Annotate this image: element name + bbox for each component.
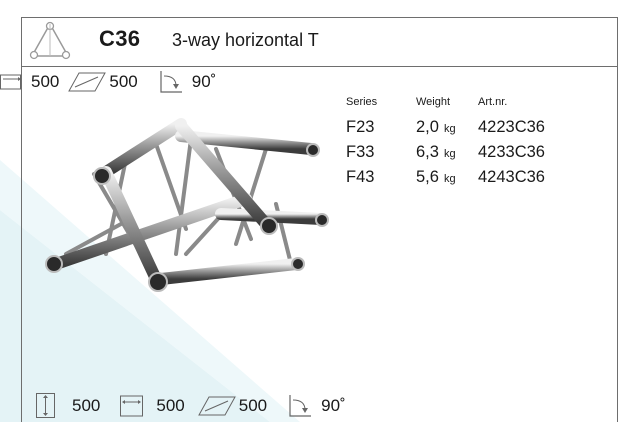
product-code: C36 [99,26,141,51]
weight-cell: 2,0 kg [416,118,478,137]
dimension-value: 500 [72,396,101,415]
product-description: 3-way horizontal T [172,30,319,50]
series-cell: F43 [346,168,375,186]
product-header [21,17,618,67]
weight-unit: kg [443,173,456,185]
truss-logo-icon [29,21,71,60]
width-dimension-icon [120,395,144,417]
depth-dimension-icon [197,396,236,416]
column-header-weight: Weight [416,96,451,108]
dimension-value: 500 [31,72,60,91]
dimension-value: 90˚ [191,72,217,91]
width-dimension-icon [0,74,21,90]
series-cell: F23 [346,118,375,136]
truss-t-junction-image [45,118,329,292]
spec-table-header: Series Weight Art.nr. [346,96,568,118]
art-number-cell: 4223C36 [478,118,545,136]
art-number-cell: 4233C36 [478,143,545,161]
dimensions-top: 500 500 90˚ [0,70,216,94]
depth-dimension-icon [68,72,107,92]
weight-value: 2,0 [416,118,439,136]
column-header-art-nr: Art.nr. [478,96,508,108]
angle-icon [160,71,182,93]
column-header-series: Series [346,96,378,108]
dimensions-bottom: 500 500 500 90˚ [36,393,346,419]
angle-icon [289,395,312,417]
weight-value: 6,3 [416,143,439,161]
table-row: F23 2,0 kg 4223C36 [346,118,568,143]
height-dimension-icon [36,393,55,418]
weight-unit: kg [443,148,456,160]
art-number-cell: 4243C36 [478,168,545,186]
dimension-value: 500 [156,396,185,415]
weight-value: 5,6 [416,168,439,186]
dimension-value: 500 [238,396,268,415]
weight-cell: 5,6 kg [416,168,478,187]
table-row: F33 6,3 kg 4233C36 [346,143,568,168]
table-row: F43 5,6 kg 4243C36 [346,168,568,193]
weight-cell: 6,3 kg [416,143,478,162]
weight-unit: kg [443,123,456,135]
dimension-value: 500 [109,72,138,91]
series-cell: F33 [346,143,375,161]
dimension-value: 90˚ [321,396,346,415]
